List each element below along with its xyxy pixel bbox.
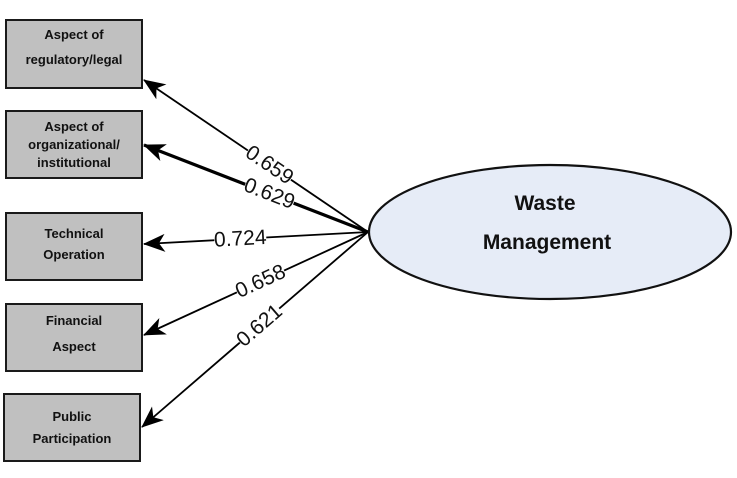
- loading-label-financial: 0.658: [232, 260, 289, 303]
- indicator-label-line: Participation: [32, 430, 112, 446]
- indicator-box-financial: Financial Aspect: [5, 303, 143, 372]
- latent-ellipse: [367, 163, 733, 301]
- indicator-box-organizational: Aspect of organizational/ institutional: [5, 110, 143, 179]
- indicator-label-line: Aspect of: [44, 118, 104, 134]
- indicator-label-line: institutional: [37, 154, 111, 170]
- path-arrows: [141, 79, 369, 428]
- latent-label-line-2: Management: [483, 231, 611, 254]
- indicator-box-public: Public Participation: [3, 393, 141, 462]
- indicator-box-technical: Technical Operation: [5, 212, 143, 281]
- indicator-label-line: organizational/: [28, 136, 120, 152]
- indicator-label-line: Operation: [43, 247, 105, 262]
- loading-labels: 0.659 0.629 0.724 0.658 0.621: [213, 141, 298, 352]
- indicator-box-regulatory: Aspect of regulatory/legal: [5, 19, 143, 89]
- indicator-label-line: Public: [52, 408, 92, 424]
- indicator-label-line: Technical: [44, 226, 104, 241]
- indicator-label-line: regulatory/legal: [25, 52, 123, 67]
- loading-label-technical: 0.724: [213, 226, 267, 252]
- loading-label-public: 0.621: [232, 300, 287, 352]
- latent-construct: Waste Management: [367, 163, 733, 301]
- indicator-label-line: Financial: [45, 313, 103, 328]
- indicator-label-line: Aspect: [52, 339, 96, 354]
- indicator-label-line: Aspect of: [44, 27, 104, 42]
- latent-label-line-1: Waste: [514, 192, 575, 215]
